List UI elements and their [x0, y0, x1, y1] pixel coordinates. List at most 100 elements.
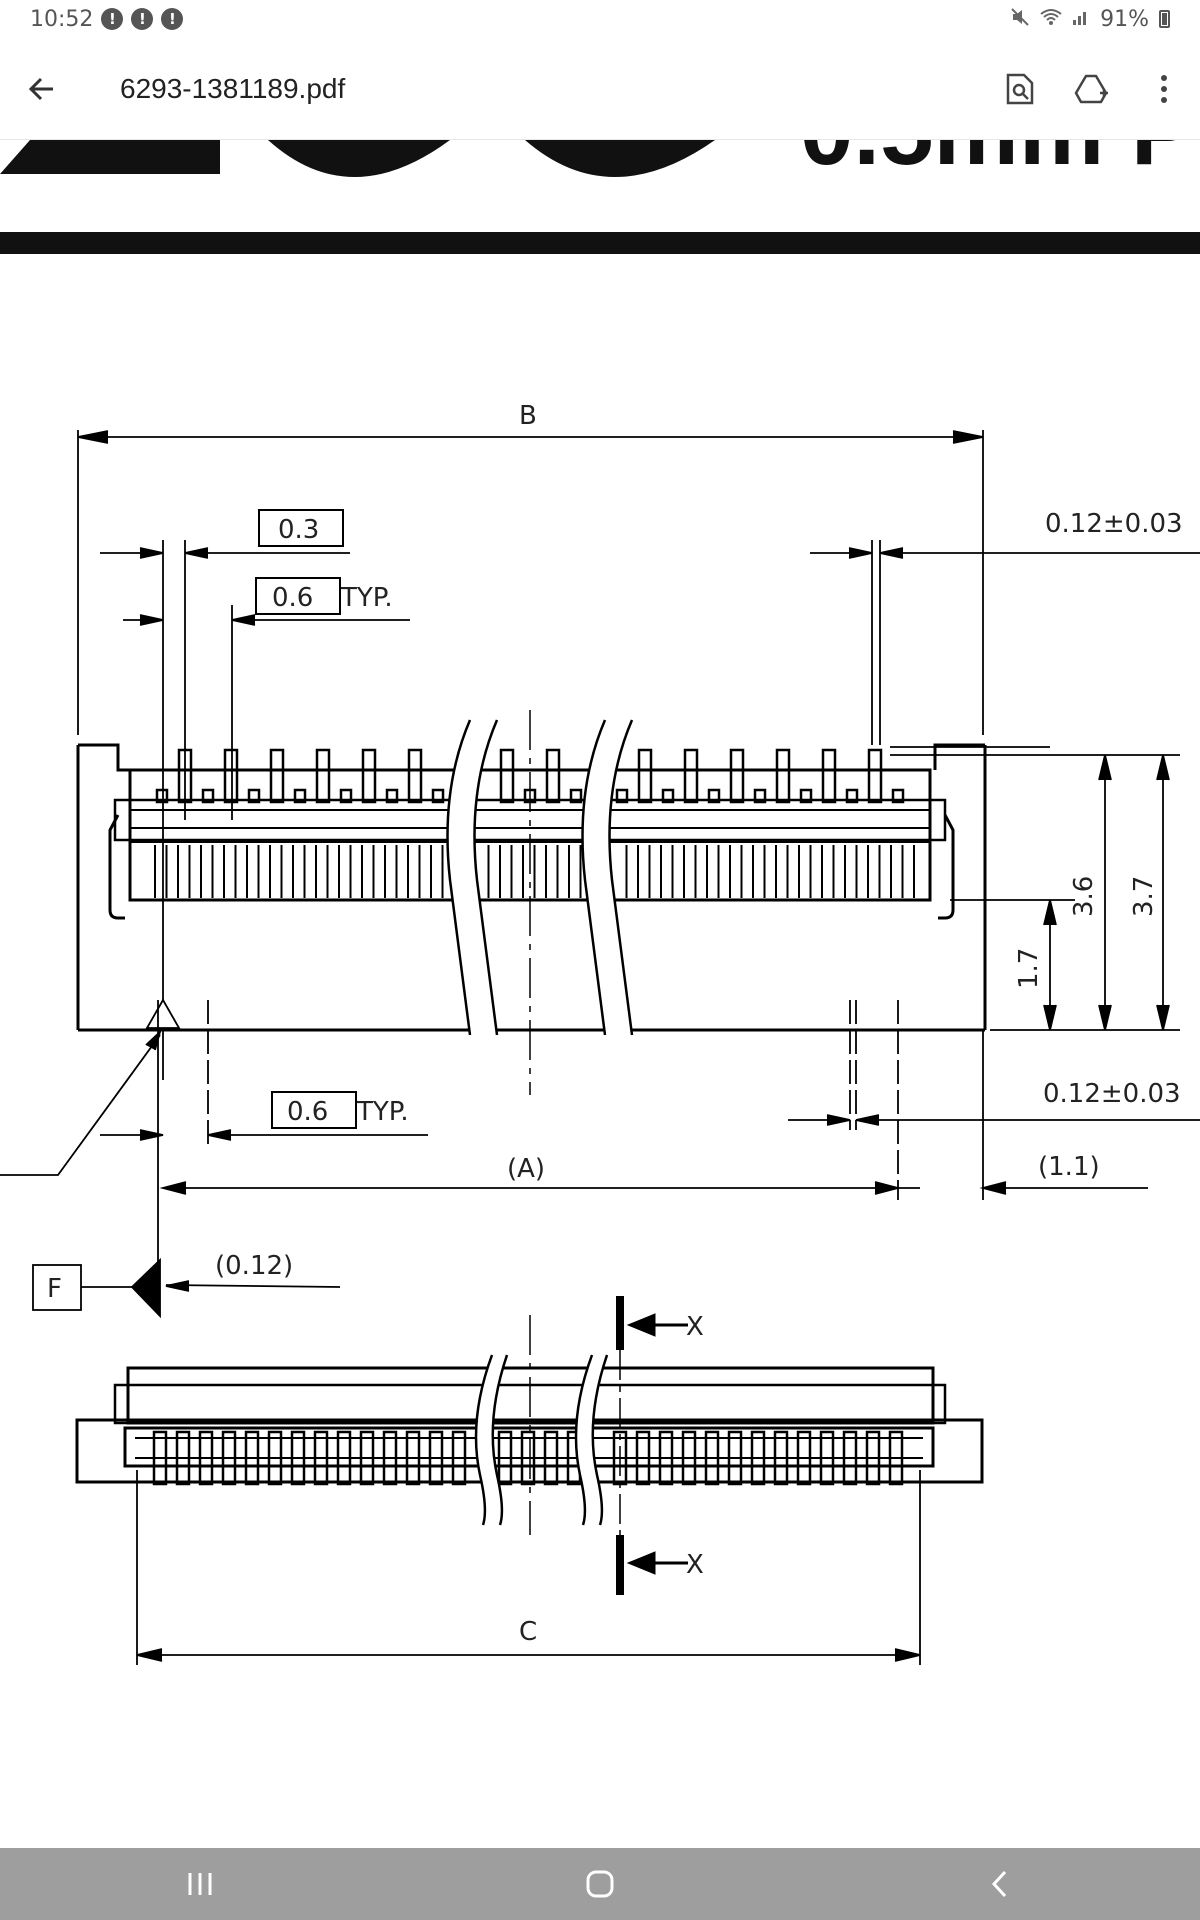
contact-pin-foot — [615, 788, 629, 804]
dimensions-top-view — [0, 430, 1200, 1319]
label-section-x-top: X — [686, 1312, 704, 1342]
contact-pin — [819, 1430, 835, 1486]
alert-icon: ! — [101, 8, 124, 30]
contact-pin — [773, 1430, 789, 1486]
contact-pin-foot — [753, 788, 767, 804]
more-options-button[interactable] — [1128, 53, 1200, 125]
contact-pin — [407, 748, 423, 804]
dimension-C — [136, 1470, 921, 1665]
contact-pin-foot — [293, 788, 307, 804]
label-dim-0-6-bottom: 0.6 — [287, 1097, 328, 1127]
contact-pin — [267, 1430, 283, 1486]
contact-pin-foot — [155, 788, 169, 804]
contact-pin — [821, 748, 837, 804]
technical-drawing: 0.5mm Pit — [0, 140, 1200, 1665]
add-to-drive-button[interactable] — [1056, 53, 1128, 125]
contact-pin — [428, 1430, 444, 1486]
contact-pin — [382, 1430, 398, 1486]
dimension-boxes — [255, 509, 357, 1129]
contact-pin-foot — [431, 788, 445, 804]
find-in-page-button[interactable] — [984, 53, 1056, 125]
contact-pin — [637, 748, 653, 804]
wifi-icon — [1040, 7, 1062, 31]
contact-pin — [497, 1430, 513, 1486]
label-dim-1-7: 1.7 — [1014, 948, 1044, 989]
mute-icon — [1010, 7, 1030, 32]
contact-pin-foot — [385, 788, 399, 804]
contact-pin — [361, 748, 377, 804]
home-icon — [586, 1870, 614, 1898]
contact-pin — [727, 1430, 743, 1486]
contact-pin — [842, 1430, 858, 1486]
contact-pin — [223, 748, 239, 804]
section-marker-x — [616, 1296, 688, 1595]
contact-pin — [750, 1430, 766, 1486]
back-nav-button[interactable] — [940, 1848, 1060, 1920]
battery-icon — [1159, 10, 1170, 28]
break-lines-top — [446, 719, 634, 1036]
contact-pins-bottom — [152, 1430, 904, 1486]
recent-apps-button[interactable] — [140, 1848, 260, 1920]
contact-pin-foot — [707, 788, 721, 804]
back-button[interactable] — [0, 47, 84, 131]
status-bar: 10:52 ! ! ! 91% — [0, 0, 1200, 38]
label-dim-0-12-bottom: 0.12±0.03 — [1043, 1079, 1181, 1109]
connector-bottom-view — [75, 1366, 984, 1484]
contact-pin — [888, 1430, 904, 1486]
signal-icon — [1072, 7, 1090, 31]
contact-pin — [681, 1430, 697, 1486]
chevron-left-icon — [991, 1870, 1007, 1898]
contact-pin — [221, 1430, 237, 1486]
status-time: 10:52 — [30, 6, 94, 32]
label-dim-0-3: 0.3 — [278, 515, 319, 545]
contact-pin-foot — [247, 788, 261, 804]
contact-pin — [313, 1430, 329, 1486]
break-lines-bottom — [474, 1354, 609, 1526]
contact-pin — [796, 1430, 812, 1486]
label-dim-0-6-top: 0.6 — [272, 583, 313, 613]
connector-top-view — [76, 743, 987, 1032]
label-dim-3-6: 3.6 — [1069, 876, 1099, 917]
pdf-page-viewer[interactable]: 0.5mm Pit — [0, 140, 1200, 1848]
system-navigation-bar — [0, 1848, 1200, 1920]
contact-pin — [175, 1430, 191, 1486]
alert-icon: ! — [131, 8, 154, 30]
contact-pin — [729, 748, 745, 804]
contact-pin — [545, 748, 561, 804]
recent-apps-icon — [188, 1873, 212, 1895]
contact-pin — [269, 748, 285, 804]
document-title: 6293-1381189.pdf — [120, 72, 346, 104]
arrow-left-icon — [28, 77, 53, 100]
label-section-x-bottom: X — [686, 1550, 704, 1580]
contact-pin — [336, 1430, 352, 1486]
contact-pin — [865, 1430, 881, 1486]
label-dim-A: (A) — [507, 1154, 545, 1184]
home-button[interactable] — [540, 1848, 660, 1920]
contact-pin — [775, 748, 791, 804]
app-bar: 6293-1381189.pdf — [0, 38, 1200, 140]
contact-pin-foot — [661, 788, 675, 804]
page-banner: 0.5mm Pit — [0, 140, 1200, 254]
contact-pin — [658, 1430, 674, 1486]
contact-pin-foot — [891, 788, 905, 804]
dimension-labels: B 0.3 0.6 TYP. 0.12±0.03 3.6 3.7 1.7 0.6… — [47, 401, 1183, 1647]
contact-pin-foot — [339, 788, 353, 804]
contact-pin — [499, 748, 515, 804]
contact-pin-foot — [845, 788, 859, 804]
contact-pin — [451, 1430, 467, 1486]
label-dim-0-12-top: 0.12±0.03 — [1045, 509, 1183, 539]
contact-pin — [635, 1430, 651, 1486]
label-datum-F: F — [47, 1274, 62, 1304]
label-dim-1-1: (1.1) — [1038, 1152, 1100, 1182]
status-right: 91% — [1010, 7, 1170, 32]
contact-pin-foot — [201, 788, 215, 804]
contact-pin — [359, 1430, 375, 1486]
contact-pin — [244, 1430, 260, 1486]
more-vert-icon — [1161, 74, 1167, 103]
battery-percent: 91% — [1100, 6, 1149, 32]
contact-pin — [683, 748, 699, 804]
label-typ-bottom: TYP. — [356, 1097, 409, 1127]
contact-pin-foot — [569, 788, 583, 804]
contact-pin — [867, 748, 883, 804]
banner-text: 0.5mm Pit — [800, 140, 1200, 185]
